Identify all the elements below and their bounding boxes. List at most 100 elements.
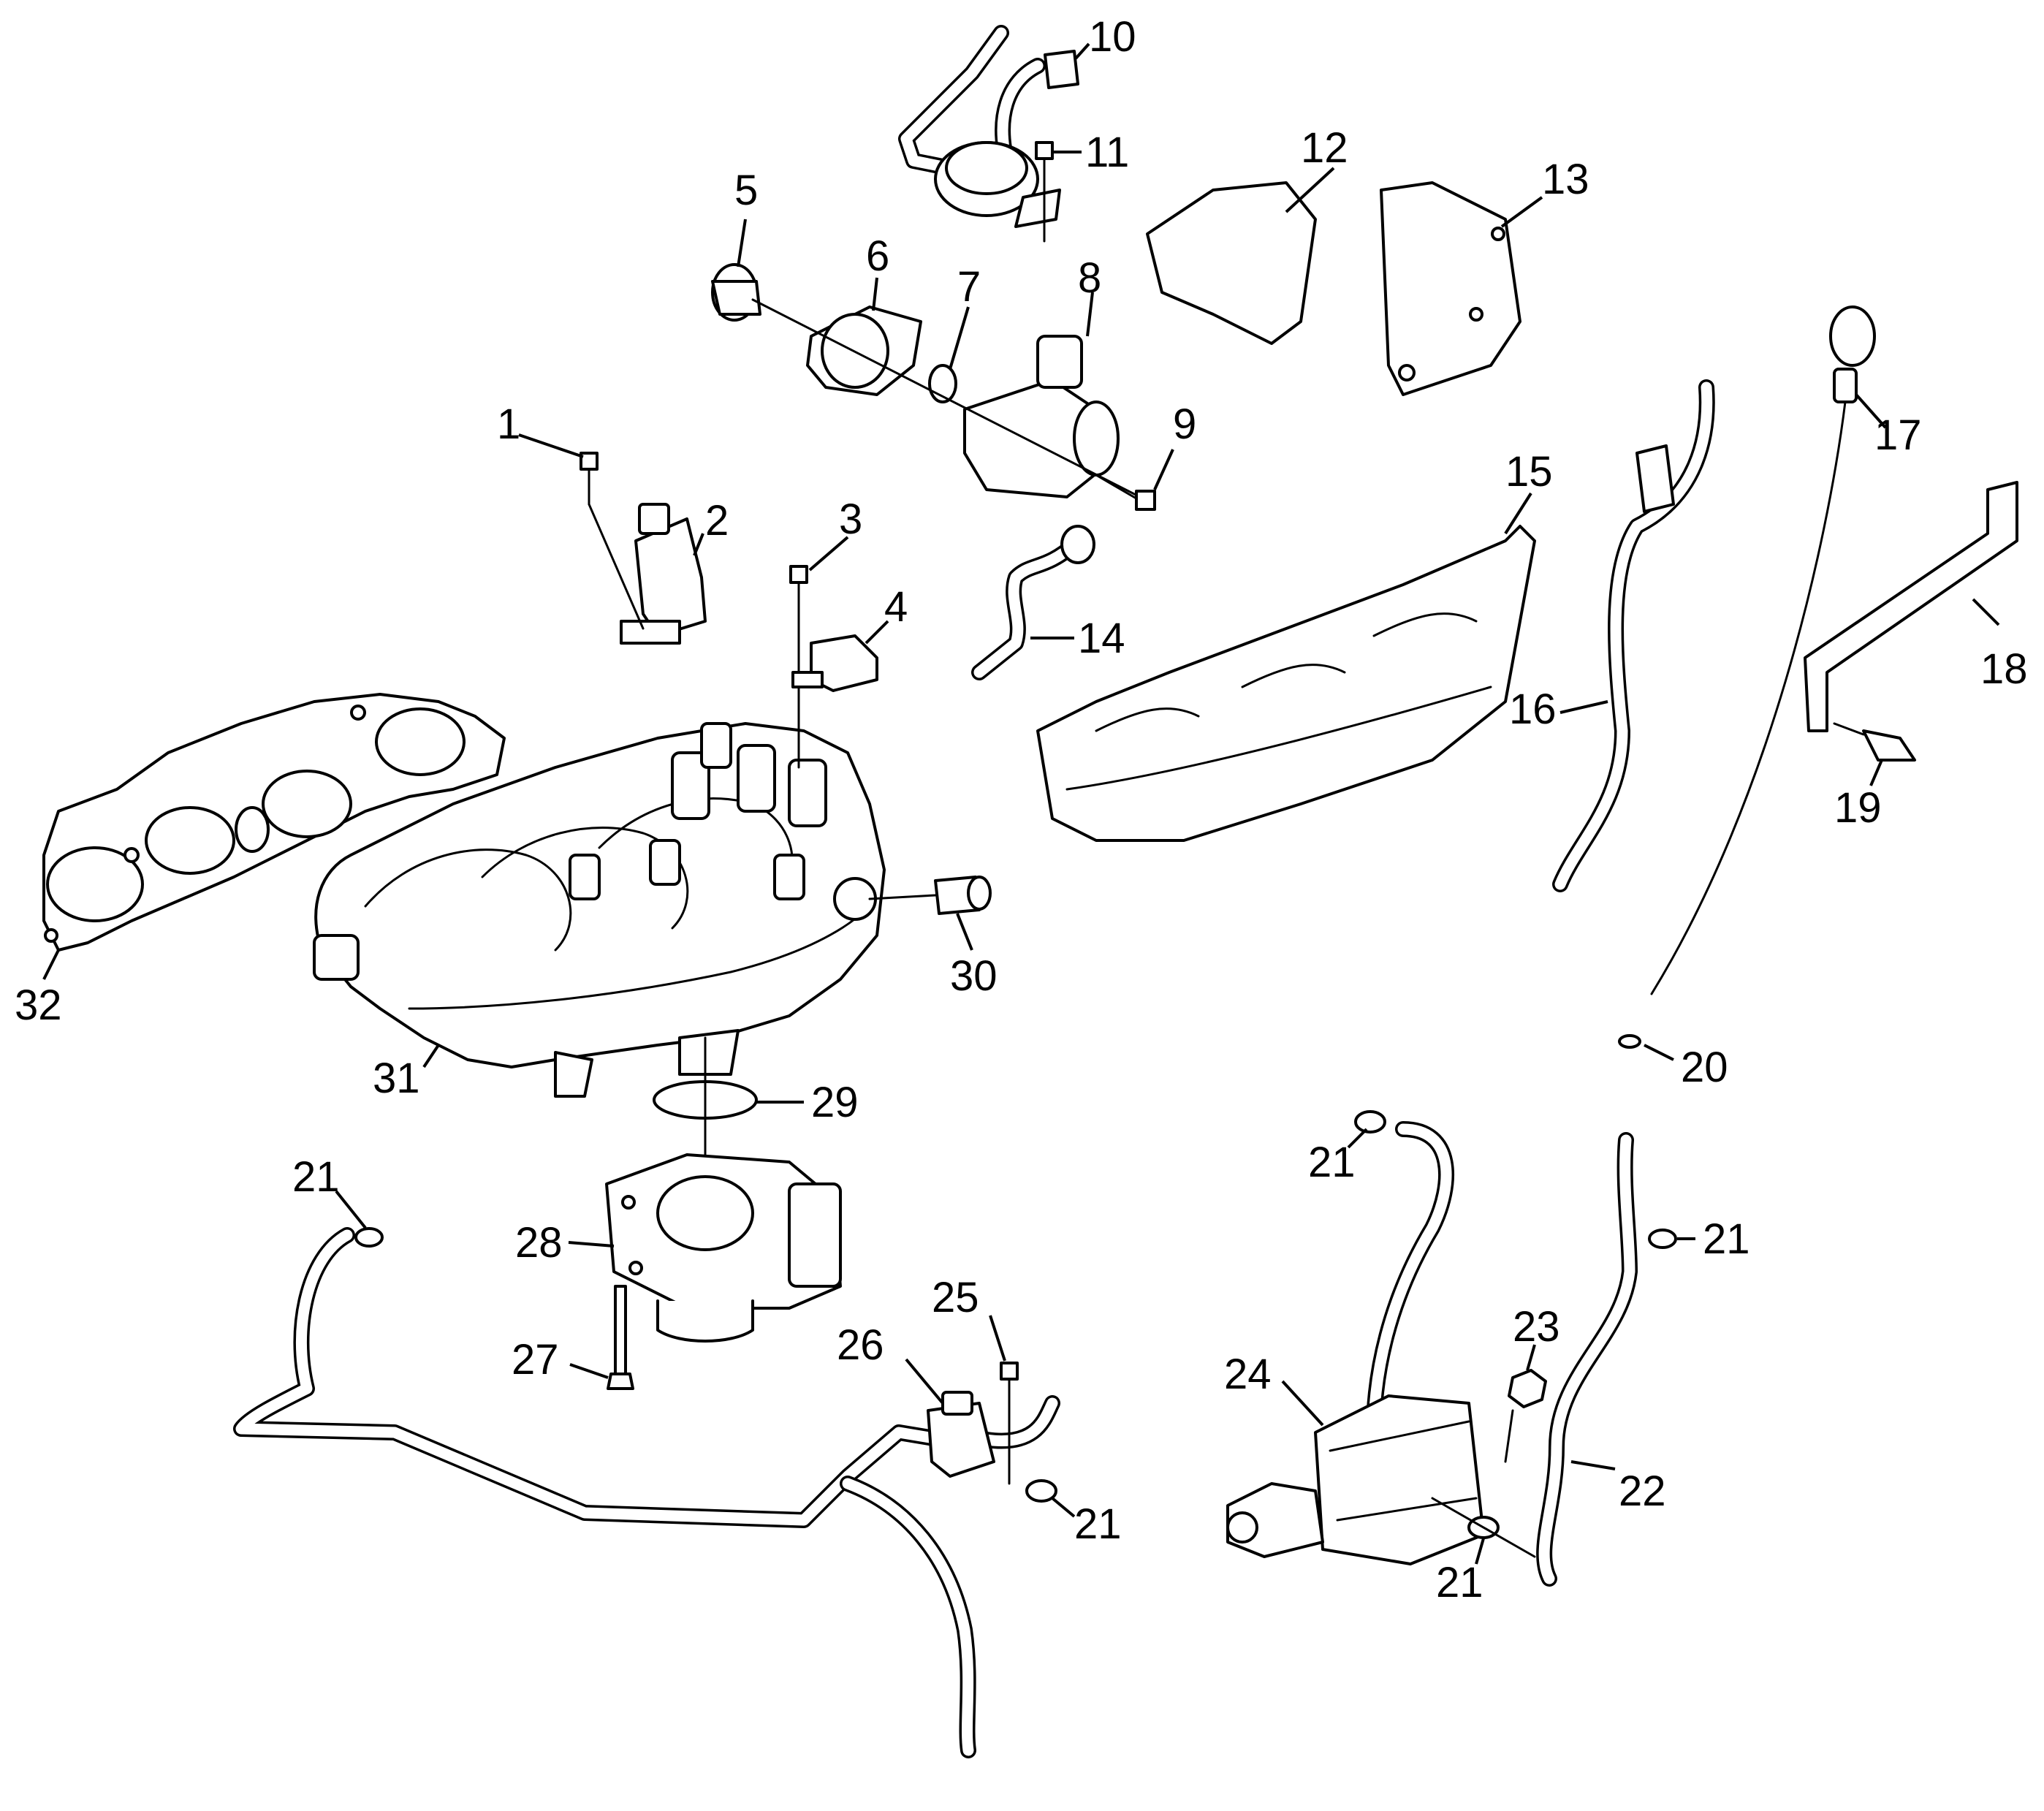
- pump-shield: [1146, 181, 1317, 345]
- leader-20: [1644, 1044, 1674, 1061]
- canister-nut: [1504, 1369, 1547, 1463]
- evap-canister: [1226, 1394, 1485, 1565]
- vapor-hose-right: [1536, 1132, 1638, 1587]
- throttle-body-bolt: [607, 1285, 634, 1390]
- throttle-body: [605, 1153, 842, 1343]
- oil-dipstick: [1650, 305, 1876, 995]
- dipstick-tip: [1618, 1034, 1641, 1049]
- callout-32: 32: [15, 982, 62, 1029]
- return-pipe: [971, 525, 1095, 680]
- leader-16: [1559, 700, 1608, 714]
- hose-clamp-right: [1648, 1229, 1677, 1249]
- leader-13: [1500, 196, 1543, 228]
- leader-4: [865, 620, 889, 645]
- callout-26: 26: [837, 1321, 884, 1369]
- callout-18: 18: [1980, 645, 2028, 693]
- callout-3: 3: [839, 496, 862, 543]
- leader-26: [905, 1358, 944, 1405]
- leader-15: [1504, 492, 1532, 535]
- leader-1: [518, 433, 584, 458]
- leader-7: [949, 306, 970, 370]
- intake-manifold: [313, 722, 886, 1098]
- leader-10: [1074, 42, 1090, 60]
- callout-2: 2: [705, 497, 729, 544]
- callout-7: 7: [957, 263, 981, 311]
- leader-23: [1526, 1344, 1536, 1371]
- leader-19: [1869, 759, 1883, 786]
- callout-9: 9: [1173, 400, 1196, 448]
- dipstick-tube: [1552, 379, 1715, 892]
- leader-12: [1285, 167, 1335, 213]
- callout-19: 19: [1834, 784, 1882, 832]
- callout-4: 4: [884, 583, 908, 631]
- callout-21a: 21: [292, 1153, 340, 1201]
- leader-31: [422, 1044, 440, 1068]
- pump-bolt: [1095, 474, 1156, 511]
- leader-5: [737, 219, 747, 267]
- leader-17: [1855, 393, 1887, 429]
- callout-24: 24: [1224, 1351, 1272, 1398]
- callout-28: 28: [515, 1219, 563, 1267]
- high-pressure-fuel-pump: [963, 335, 1120, 498]
- callout-14: 14: [1078, 615, 1125, 662]
- pipe-bolt: [1035, 141, 1054, 243]
- callout-25: 25: [932, 1274, 979, 1321]
- callout-30: 30: [950, 952, 998, 1000]
- callout-6: 6: [866, 232, 889, 280]
- callout-1: 1: [497, 400, 520, 448]
- purge-solenoid: [620, 503, 707, 645]
- callout-31: 31: [373, 1055, 420, 1102]
- callout-21c: 21: [1308, 1139, 1356, 1186]
- leader-24: [1281, 1380, 1324, 1427]
- hose-clamp-left: [354, 1227, 384, 1248]
- leader-32: [42, 949, 60, 980]
- solenoid-bolt: [580, 452, 645, 630]
- leader-30: [956, 913, 973, 951]
- temperature-sensor: [1833, 722, 1916, 762]
- leader-2: [693, 533, 704, 556]
- manifold-gasket: [42, 693, 506, 952]
- vapor-hose-left: [233, 1227, 1060, 1758]
- callout-23: 23: [1513, 1303, 1560, 1351]
- leader-22: [1570, 1460, 1616, 1470]
- exhaust-heat-shield: [1036, 525, 1536, 842]
- callout-20: 20: [1681, 1044, 1728, 1091]
- callout-27: 27: [512, 1336, 559, 1383]
- callout-10: 10: [1089, 13, 1136, 61]
- centerline-pump: [751, 298, 1141, 498]
- callout-8: 8: [1078, 254, 1101, 302]
- manifold-sensor: [868, 876, 992, 915]
- leader-6: [872, 277, 878, 311]
- leader-21c: [1347, 1128, 1368, 1149]
- hose-clamp-valve: [1025, 1479, 1057, 1503]
- leader-21e: [1475, 1538, 1485, 1565]
- manifold-pressure-sensor: [791, 634, 878, 692]
- callout-15: 15: [1505, 448, 1553, 496]
- callout-17: 17: [1874, 411, 1922, 459]
- callout-21b: 21: [1074, 1500, 1122, 1548]
- callout-5: 5: [734, 167, 758, 214]
- leader-25: [989, 1315, 1006, 1362]
- callout-11: 11: [1085, 129, 1129, 176]
- support-bracket: [1380, 181, 1521, 396]
- tube-bracket: [1804, 481, 2018, 732]
- pump-gasket: [806, 305, 922, 396]
- leader-9: [1153, 449, 1174, 490]
- hose-clamp-canister-bottom: [1431, 1497, 1536, 1558]
- callout-13: 13: [1542, 156, 1589, 203]
- callout-29: 29: [811, 1079, 859, 1126]
- leader-8: [1086, 292, 1094, 337]
- callout-16: 16: [1509, 686, 1557, 733]
- callout-21d: 21: [1703, 1215, 1750, 1263]
- callout-21e: 21: [1436, 1559, 1483, 1606]
- leader-18: [1972, 598, 2000, 626]
- vapor-hose-canister: [1366, 1121, 1455, 1440]
- leader-21b: [1051, 1497, 1076, 1518]
- leader-28: [568, 1241, 615, 1248]
- callout-12: 12: [1301, 124, 1348, 172]
- callout-22: 22: [1619, 1468, 1666, 1515]
- hose-clamp-canister-top: [1354, 1110, 1386, 1134]
- leader-27: [569, 1363, 609, 1379]
- leader-21a: [335, 1190, 367, 1229]
